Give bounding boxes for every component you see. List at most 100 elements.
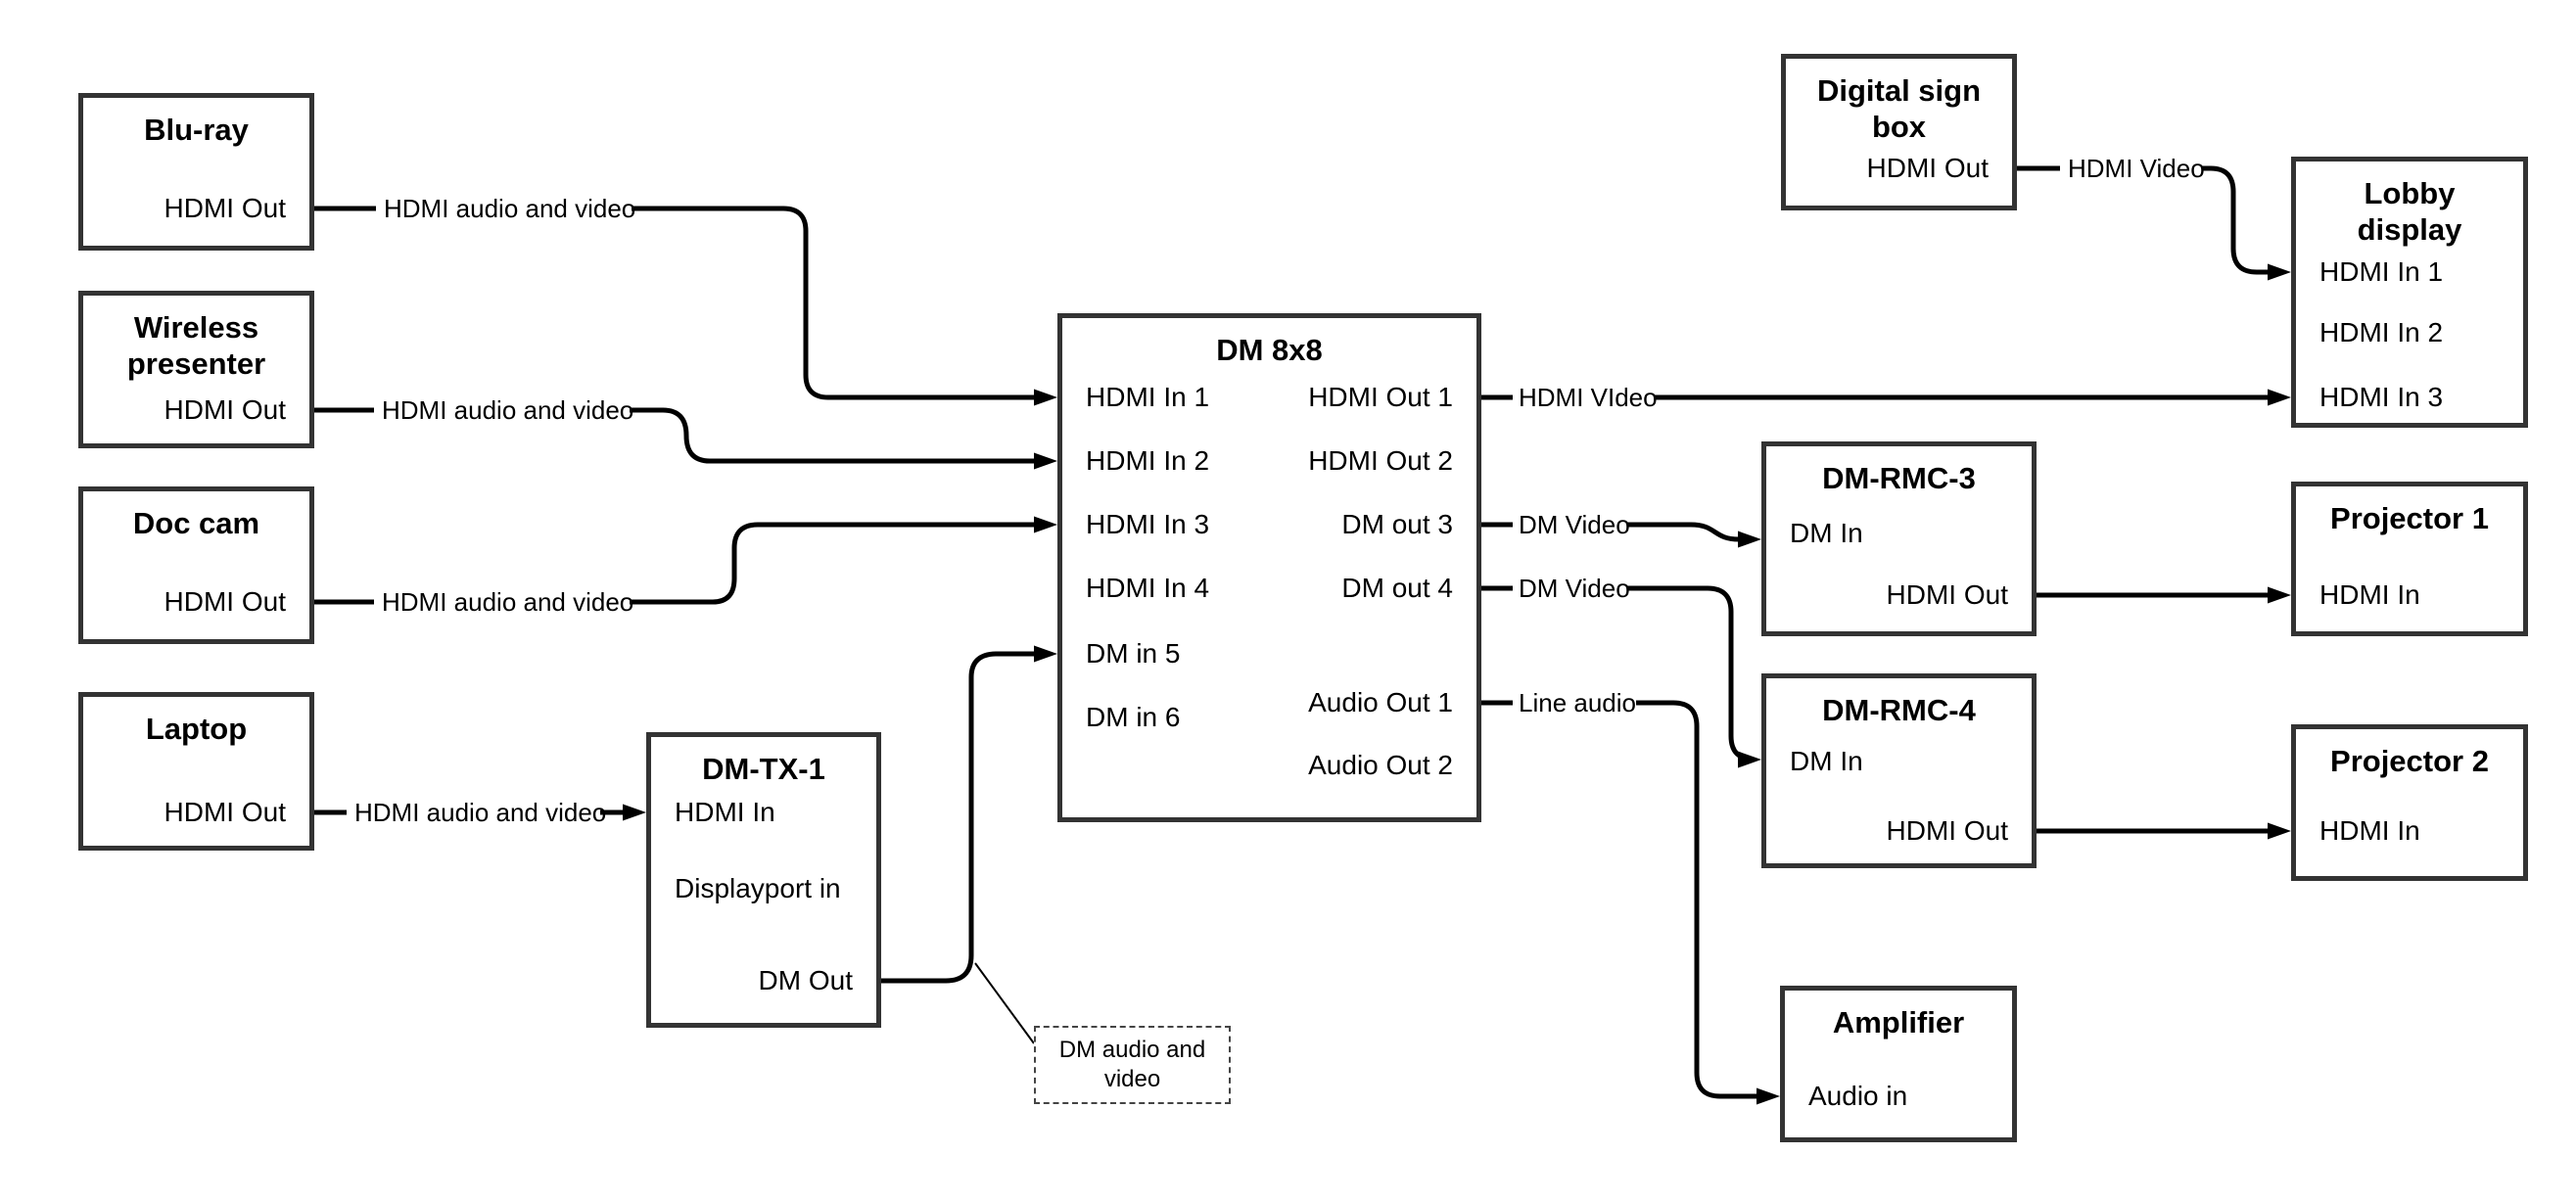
wire-segment <box>2202 165 2268 275</box>
edge-label: DM Video <box>1519 510 1630 539</box>
edge-wireless-to-dm8x8: HDMI audio and video <box>314 395 1057 470</box>
edge-label: HDMI VIdeo <box>1519 383 1658 412</box>
edge-doccam-to-dm8x8: HDMI audio and video <box>314 516 1057 617</box>
port-amp-audio-in: Audio in <box>1808 1081 1908 1111</box>
node-title-dmrmc3: DM-RMC-3 <box>1822 461 1976 495</box>
edge-label: DM Video <box>1519 574 1630 603</box>
arrowhead-icon <box>1034 645 1057 663</box>
wire-segment <box>630 407 1034 464</box>
arrowhead-icon <box>1738 531 1761 548</box>
node-proj1: Projector 1 HDMI In <box>2291 482 2528 636</box>
node-title-signbox: Digital sign box <box>1816 73 1982 144</box>
edge-label: HDMI audio and video <box>384 194 635 223</box>
wire-segment <box>1627 522 1740 542</box>
wire-segment <box>632 206 1034 400</box>
edge-dmrmc4-to-proj2 <box>2037 822 2291 840</box>
node-dmrmc3: DM-RMC-3 DM In HDMI Out <box>1761 441 2037 636</box>
port-bluray-hdmi-out: HDMI Out <box>164 193 286 223</box>
port-dm8x8-audio-out-1: Audio Out 1 <box>1308 687 1453 717</box>
port-dm8x8-hdmi-in-1: HDMI In 1 <box>1086 382 1210 412</box>
port-proj1-hdmi-in: HDMI In <box>2319 579 2420 610</box>
edge-dm8x8-to-dmrmc4: DM Video <box>1481 574 1761 768</box>
edge-dm8x8-to-amp: Line audio <box>1481 688 1780 1105</box>
arrowhead-icon <box>2268 822 2291 840</box>
annotation-text: DM audio and video <box>1058 1037 1206 1092</box>
arrowhead-icon <box>623 804 646 821</box>
port-proj2-hdmi-in: HDMI In <box>2319 815 2420 846</box>
port-dm8x8-hdmi-in-3: HDMI In 3 <box>1086 509 1210 539</box>
port-dm8x8-dm-in-6: DM in 6 <box>1086 702 1181 732</box>
node-title-wireless: Wireless presenter <box>126 310 266 381</box>
port-dmtx1-displayport-in: Displayport in <box>675 873 841 903</box>
edge-laptop-to-dmtx1: HDMI audio and video <box>314 798 646 827</box>
port-signbox-hdmi-out: HDMI Out <box>1866 153 1989 183</box>
annotation-leader-line <box>974 962 1035 1044</box>
node-title-doccam: Doc cam <box>132 506 260 540</box>
edge-label: HDMI audio and video <box>382 395 633 425</box>
edge-dm8x8-to-lobby: HDMI VIdeo <box>1481 383 2291 412</box>
arrowhead-icon <box>2268 389 2291 406</box>
port-laptop-hdmi-out: HDMI Out <box>164 797 286 827</box>
node-title-amp: Amplifier <box>1832 1005 1965 1039</box>
node-title-dm8x8: DM 8x8 <box>1216 333 1323 367</box>
wire-segment <box>630 522 1034 605</box>
port-dm8x8-hdmi-in-2: HDMI In 2 <box>1086 445 1210 476</box>
node-dmrmc4: DM-RMC-4 DM In HDMI Out <box>1761 673 2037 868</box>
node-proj2: Projector 2 HDMI In <box>2291 724 2528 881</box>
port-dmtx1-hdmi-in: HDMI In <box>675 797 775 827</box>
node-title-laptop: Laptop <box>145 712 248 746</box>
edge-label: HDMI audio and video <box>382 587 633 617</box>
port-dm8x8-hdmi-in-4: HDMI In 4 <box>1086 573 1210 603</box>
wire-segment <box>1627 585 1756 762</box>
wire-segment <box>881 651 1034 984</box>
annotation-dm-audio-video: DM audio and video <box>1034 1026 1231 1104</box>
port-lobby-hdmi-in-1: HDMI In 1 <box>2319 256 2444 287</box>
edge-dmrmc3-to-proj1 <box>2037 586 2291 604</box>
port-dm8x8-audio-out-2: Audio Out 2 <box>1308 750 1453 780</box>
port-doccam-hdmi-out: HDMI Out <box>164 586 286 617</box>
port-dm8x8-dm-out-4: DM out 4 <box>1341 573 1453 603</box>
port-dm8x8-hdmi-out-2: HDMI Out 2 <box>1308 445 1453 476</box>
arrowhead-icon <box>1756 1087 1780 1105</box>
arrowhead-icon <box>1738 751 1761 768</box>
port-dmrmc4-dm-in: DM In <box>1790 746 1863 776</box>
port-dm8x8-dm-out-3: DM out 3 <box>1341 509 1453 539</box>
arrowhead-icon <box>1034 452 1057 470</box>
port-dmrmc3-hdmi-out: HDMI Out <box>1886 579 2008 610</box>
node-title-proj1: Projector 1 <box>2330 501 2489 535</box>
edge-label: HDMI audio and video <box>354 798 606 827</box>
port-dm8x8-hdmi-out-1: HDMI Out 1 <box>1308 382 1453 412</box>
edge-label: Line audio <box>1519 688 1636 717</box>
wire-segment <box>1636 700 1756 1099</box>
edge-label: HDMI Video <box>2068 154 2205 183</box>
port-lobby-hdmi-in-3: HDMI In 3 <box>2319 382 2444 412</box>
node-title-dmtx1: DM-TX-1 <box>702 752 825 786</box>
arrowhead-icon <box>2268 263 2291 281</box>
arrowhead-icon <box>1034 389 1057 406</box>
node-title-proj2: Projector 2 <box>2330 744 2489 778</box>
port-dm8x8-dm-in-5: DM in 5 <box>1086 638 1181 669</box>
edge-dm8x8-to-dmrmc3: DM Video <box>1481 510 1761 548</box>
node-title-lobby: Lobby display <box>2357 176 2462 247</box>
node-title-bluray: Blu-ray <box>144 113 249 147</box>
port-wireless-hdmi-out: HDMI Out <box>164 394 286 425</box>
port-dmrmc3-dm-in: DM In <box>1790 518 1863 548</box>
arrowhead-icon <box>2268 586 2291 604</box>
arrowhead-icon <box>1034 516 1057 533</box>
edge-bluray-to-dm8x8: HDMI audio and video <box>314 194 1057 406</box>
edge-signbox-to-lobby: HDMI Video <box>2017 154 2291 281</box>
port-lobby-hdmi-in-2: HDMI In 2 <box>2319 317 2444 347</box>
node-title-dmrmc4: DM-RMC-4 <box>1822 693 1976 727</box>
port-dmrmc4-hdmi-out: HDMI Out <box>1886 815 2008 846</box>
port-dmtx1-dm-out: DM Out <box>758 965 853 995</box>
